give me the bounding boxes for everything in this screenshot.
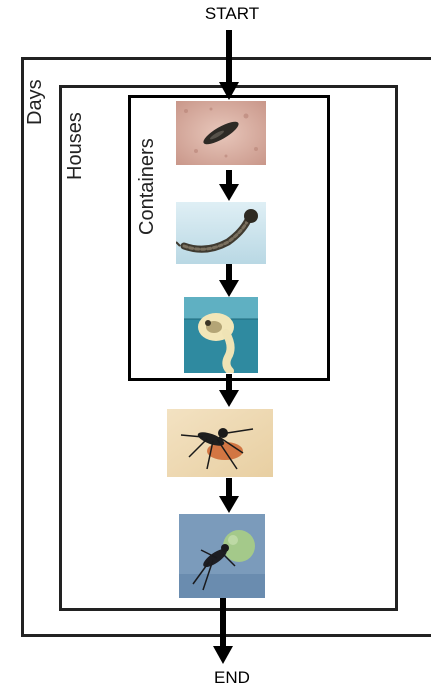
arrow-larva-to-pupa (219, 264, 239, 298)
arrow-egg-to-larva (219, 170, 239, 202)
containers-label: Containers (136, 138, 159, 235)
houses-label: Houses (64, 112, 87, 180)
arrow-resting-to-end (213, 598, 233, 666)
mosquito-adult-resting-icon (179, 514, 265, 598)
mosquito-egg-icon (176, 101, 266, 165)
arrow-pupa-to-adult (219, 374, 239, 408)
mosquito-pupa-icon (184, 297, 258, 373)
arrow-adult-to-resting (219, 478, 239, 514)
start-label: START (182, 4, 282, 24)
mosquito-adult-feeding-icon (167, 409, 273, 477)
end-label: END (182, 668, 282, 688)
days-label: Days (24, 79, 47, 125)
arrow-start-to-egg (219, 30, 239, 102)
mosquito-larva-icon (176, 202, 266, 264)
